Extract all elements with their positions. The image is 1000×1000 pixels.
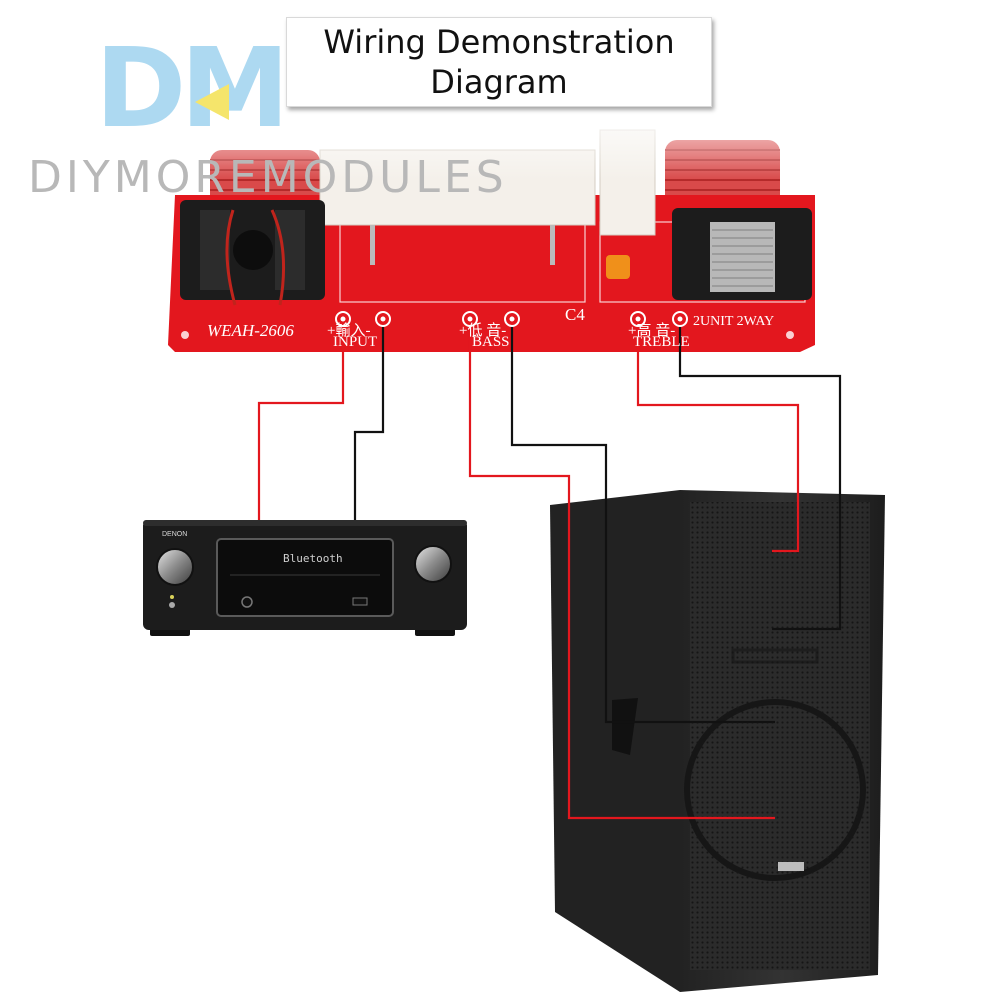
wire-bass-negative	[510, 327, 775, 724]
title-line-2: Diagram	[430, 63, 568, 101]
receiver-brand: DENON	[162, 531, 188, 538]
headphone-jack[interactable]	[241, 596, 253, 608]
wire-treble-positive	[636, 327, 800, 553]
pa-speaker	[550, 490, 885, 992]
volume-knob-left[interactable]	[156, 548, 194, 586]
title-box: Wiring Demonstration Diagram	[286, 17, 712, 107]
cap-label: C4	[565, 305, 585, 324]
diymore-logo: DM	[95, 24, 415, 152]
receiver-display-text: Bluetooth	[283, 552, 343, 565]
speaker-handle[interactable]	[612, 698, 638, 755]
volume-knob-right[interactable]	[414, 545, 452, 583]
treble-cn-label: +高 音-	[628, 323, 676, 339]
brand-watermark: DIYMOREMODULES	[28, 152, 508, 203]
receiver-display	[216, 538, 394, 617]
bass-label: BASS	[472, 334, 510, 350]
wire-input-positive	[257, 327, 345, 520]
speaker-badge	[778, 862, 804, 871]
wire-bass-positive	[468, 327, 775, 820]
inductor-right	[672, 208, 812, 300]
logo-triangle-icon	[195, 84, 229, 120]
woofer-outline	[684, 699, 866, 881]
logo-letters: DM	[95, 24, 290, 152]
bass-cn-label: +低 音-	[459, 323, 507, 339]
wire-treble-negative	[678, 327, 842, 631]
title-line-1: Wiring Demonstration	[323, 23, 675, 61]
input-label: INPUT	[333, 334, 378, 350]
capacitor	[606, 255, 630, 279]
power-button[interactable]	[169, 602, 175, 608]
usb-port[interactable]	[352, 597, 368, 606]
wire-input-negative	[353, 327, 385, 520]
unit-way-label: 2UNIT 2WAY	[693, 314, 775, 329]
board-model-label: WEAH-2606	[207, 321, 294, 340]
input-cn-label: +輸入-	[327, 323, 371, 339]
av-receiver	[143, 520, 467, 636]
inductor-left	[180, 200, 325, 306]
wires	[257, 327, 842, 820]
treble-label: TREBLE	[633, 334, 690, 350]
